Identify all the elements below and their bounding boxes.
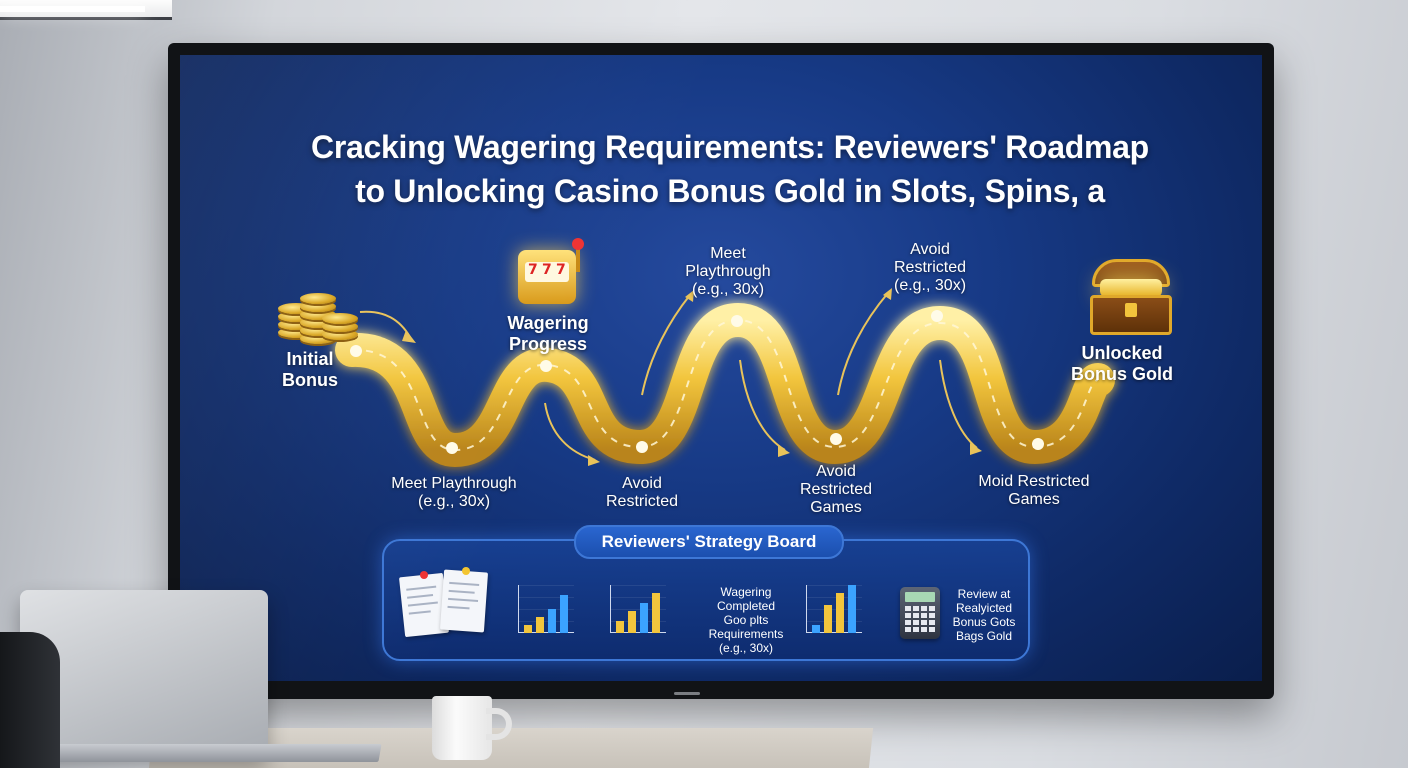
label-unlocked-bonus-gold: Unlocked Bonus Gold bbox=[1071, 343, 1173, 384]
milestone-dots bbox=[350, 310, 1044, 454]
laptop bbox=[20, 590, 268, 758]
ceiling-light bbox=[0, 0, 172, 20]
arrow-avoid-mid bbox=[739, 359, 786, 451]
roadmap-path bbox=[335, 288, 1115, 468]
board-center-text: Wagering Completed Goo plts Requirements… bbox=[708, 585, 784, 655]
strategy-board-title: Reviewers' Strategy Board bbox=[574, 525, 844, 559]
arrow-heads bbox=[402, 288, 982, 466]
arrow-playthrough bbox=[641, 294, 691, 396]
gold-coins-icon bbox=[274, 277, 358, 347]
wall-tv: Cracking Wagering Requirements: Reviewer… bbox=[168, 43, 1274, 699]
milestone-dot bbox=[636, 441, 648, 453]
label-wagering-progress: Wagering Progress bbox=[507, 313, 589, 354]
arrow-head bbox=[778, 445, 790, 457]
milestone-dot bbox=[830, 433, 842, 445]
milestone-dot bbox=[350, 345, 362, 357]
label-avoid-restricted-games: Avoid Restricted Games bbox=[799, 463, 873, 516]
calculator-icon bbox=[900, 587, 940, 639]
title-line-2: to Unlocking Casino Bonus Gold in Slots,… bbox=[355, 173, 1105, 209]
arrow-moid bbox=[939, 359, 978, 449]
bar-chart-icon bbox=[514, 581, 578, 643]
milestone-dot bbox=[1032, 438, 1044, 450]
presentation-title: Cracking Wagering Requirements: Reviewer… bbox=[250, 125, 1210, 213]
label-moid-restricted-games: Moid Restricted Games bbox=[978, 473, 1090, 508]
milestone-dot bbox=[446, 442, 458, 454]
milestone-dot bbox=[931, 310, 943, 322]
gold-road bbox=[335, 302, 1115, 468]
bar-chart-icon bbox=[802, 581, 866, 643]
tv-screen: Cracking Wagering Requirements: Reviewer… bbox=[180, 55, 1262, 681]
arrow-avoid-left bbox=[544, 402, 596, 461]
arrow-head bbox=[402, 330, 416, 343]
arrow-avoid-top bbox=[837, 292, 889, 396]
slot-machine-icon: 7 7 7 bbox=[510, 238, 586, 308]
milestone-dot bbox=[731, 315, 743, 327]
board-right-text: Review at Realyicted Bonus Gots Bags Gol… bbox=[952, 587, 1016, 643]
office-chair bbox=[0, 632, 60, 768]
arrow-to-bonus bbox=[359, 310, 411, 338]
laptop-base bbox=[38, 744, 382, 762]
bar-chart-icon bbox=[606, 581, 670, 643]
label-meet-playthrough-bottom: Meet Playthrough (e.g., 30x) bbox=[391, 475, 517, 510]
arrow-head bbox=[685, 290, 694, 302]
tv-brand-mark bbox=[674, 692, 700, 695]
label-meet-playthrough-top: Meet Playthrough (e.g., 30x) bbox=[685, 245, 771, 298]
arrow-head bbox=[970, 443, 982, 455]
treasure-chest-icon bbox=[1086, 255, 1176, 341]
arrow-head bbox=[588, 455, 600, 466]
title-line-1: Cracking Wagering Requirements: Reviewer… bbox=[311, 129, 1149, 165]
strategy-board: Reviewers' Strategy Board bbox=[382, 525, 1030, 661]
milestone-dot bbox=[540, 360, 552, 372]
coffee-mug-handle bbox=[486, 708, 512, 740]
label-avoid-restricted-top: Avoid Restricted (e.g., 30x) bbox=[893, 241, 967, 294]
label-initial-bonus: Initial Bonus bbox=[282, 349, 338, 390]
label-avoid-restricted-bottom: Avoid Restricted bbox=[605, 475, 679, 510]
coffee-mug bbox=[432, 696, 492, 760]
arrow-head bbox=[883, 288, 892, 300]
